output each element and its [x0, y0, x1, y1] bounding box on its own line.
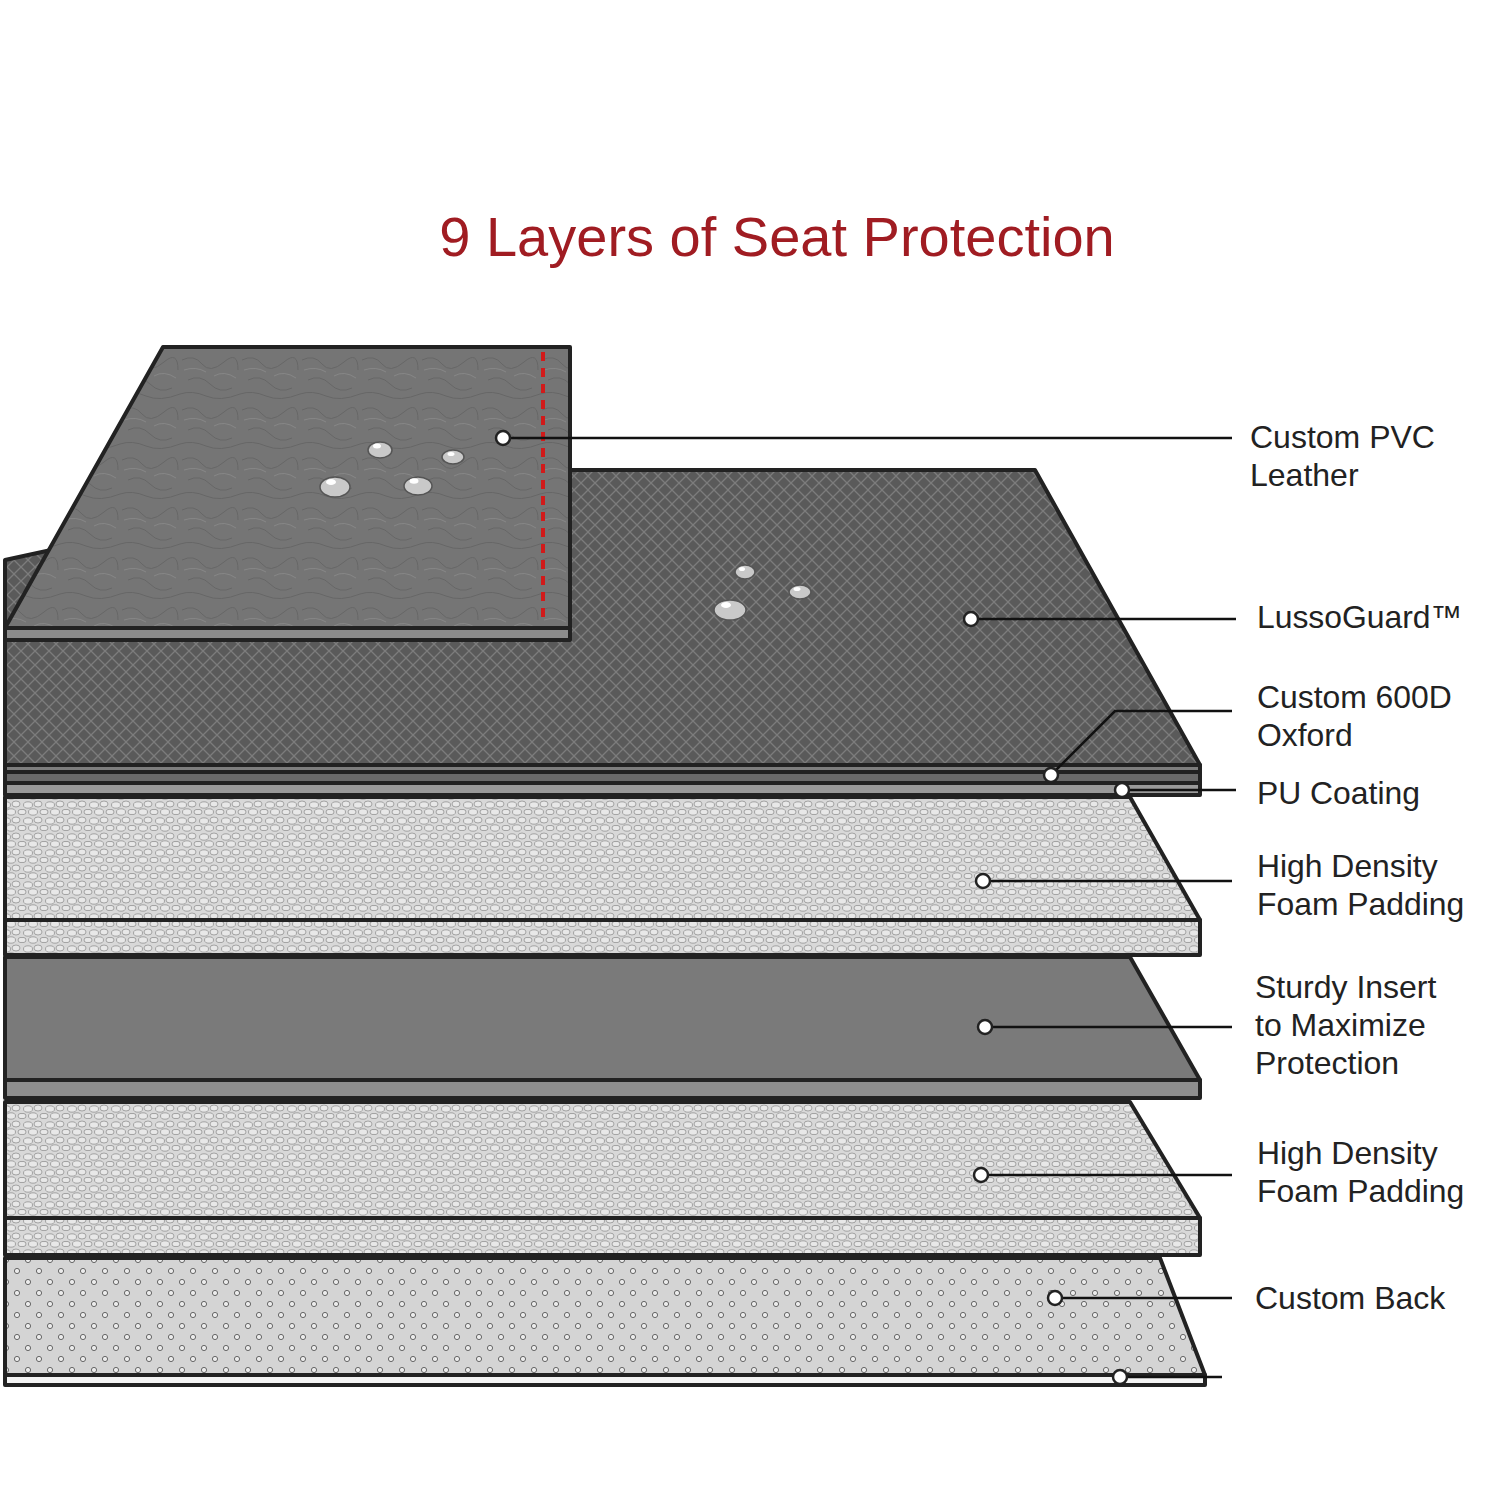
layer-label: PU Coating: [1257, 774, 1497, 812]
layer-label: LussoGuard™: [1257, 598, 1497, 636]
layer-label: High Density Foam Padding: [1257, 847, 1497, 923]
foam-layer: [5, 1102, 1200, 1218]
droplet-shine: [326, 444, 801, 609]
pvc-leather-layer: [5, 347, 570, 628]
layer-label: Custom 600D Oxford: [1257, 678, 1497, 754]
title: 9 Layers of Seat Protection: [280, 203, 1274, 270]
layer-label: Sturdy Insert to Maximize Protection: [1255, 968, 1460, 1082]
stitching: [541, 352, 545, 622]
water-droplets: [320, 442, 811, 620]
layer-label: Custom Back: [1255, 1279, 1495, 1317]
layer-label: High Density Foam Padding: [1257, 1134, 1497, 1210]
leader-dots: [496, 431, 1129, 1384]
foam-edge: [5, 1218, 1200, 1255]
foam-edge: [5, 920, 1200, 955]
pvc-leather-edge: [5, 628, 570, 640]
back-layer: [5, 1258, 1205, 1375]
layer-label: Custom PVC Leather: [1250, 418, 1490, 494]
foam-layer: [5, 797, 1200, 920]
back-edge: [5, 1375, 1205, 1385]
insert-layer: [5, 957, 1200, 1080]
leader-lines: [503, 438, 1236, 1377]
insert-edge: [5, 1080, 1200, 1098]
